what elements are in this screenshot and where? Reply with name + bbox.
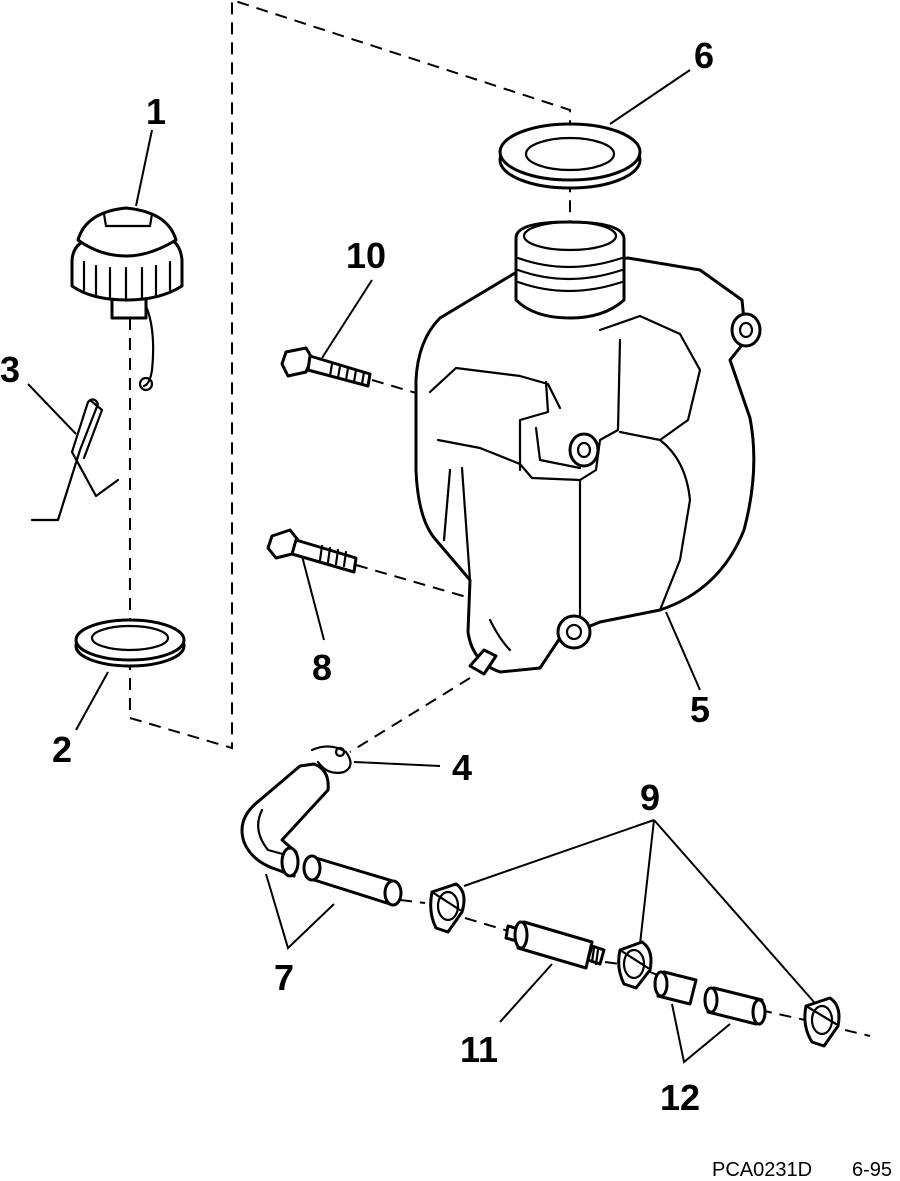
elbow-hose xyxy=(240,762,330,878)
hose-clip-c xyxy=(803,996,841,1048)
cap-gasket xyxy=(74,618,186,668)
short-hose-b xyxy=(703,986,767,1026)
leader-12 xyxy=(671,1003,731,1064)
drawing-code: PCA0231D xyxy=(712,1159,812,1181)
leader-11 xyxy=(499,963,553,1023)
leader-9b xyxy=(639,819,655,945)
dashed-line-hose-to-clip xyxy=(399,899,426,904)
leader-10 xyxy=(321,279,373,359)
callout-11: 11 xyxy=(460,1029,498,1070)
leader-7 xyxy=(265,873,335,950)
callout-3: 3 xyxy=(0,349,20,390)
callouts: 1 2 3 4 5 6 7 8 9 10 11 12 xyxy=(0,35,714,1118)
leader-2 xyxy=(75,671,109,731)
callout-7: 7 xyxy=(274,957,294,998)
callout-9: 9 xyxy=(640,777,660,818)
callout-2: 2 xyxy=(52,729,72,770)
leader-3 xyxy=(27,383,77,435)
straight-hose xyxy=(302,854,403,907)
callout-1: 1 xyxy=(146,91,166,132)
callout-6: 6 xyxy=(694,35,714,76)
oil-tank xyxy=(414,220,762,676)
bolt-upper xyxy=(280,346,372,388)
dashed-line-bolt-10 xyxy=(371,379,441,401)
callout-5: 5 xyxy=(690,689,710,730)
hose-clip-b xyxy=(617,940,653,990)
assembly-lines xyxy=(129,0,871,1037)
callout-12: 12 xyxy=(660,1077,700,1118)
leader-9c xyxy=(653,819,815,1003)
hose-clip-a xyxy=(429,882,466,934)
callout-8: 8 xyxy=(312,647,332,688)
sealing-washer xyxy=(498,122,642,190)
filler-cap xyxy=(70,206,184,392)
dashed-line-outlet-to-clamp xyxy=(349,677,471,753)
dashed-line-filter-to-clip xyxy=(604,961,621,965)
leader-6 xyxy=(609,69,691,125)
leader-8 xyxy=(301,555,325,641)
callout-4: 4 xyxy=(452,747,472,788)
inline-filter xyxy=(504,920,606,970)
dashed-line-end-clip xyxy=(844,1029,871,1037)
bolt-lower xyxy=(266,528,358,574)
drawing-date: 6-95 xyxy=(852,1159,892,1181)
leader-4 xyxy=(353,761,441,767)
dashed-line-bolt-8 xyxy=(355,564,471,599)
hose-clamp xyxy=(310,745,352,774)
leader-9a xyxy=(463,819,655,887)
leader-5 xyxy=(665,611,701,691)
leader-1 xyxy=(135,129,153,207)
retainer-clip xyxy=(30,398,120,522)
dashed-line-cap-to-filler xyxy=(129,0,571,750)
dashed-line-hose-to-clip-end xyxy=(759,1009,806,1021)
leader-lines xyxy=(27,69,815,1064)
callout-10: 10 xyxy=(346,235,386,276)
short-hose-a xyxy=(653,970,698,1006)
